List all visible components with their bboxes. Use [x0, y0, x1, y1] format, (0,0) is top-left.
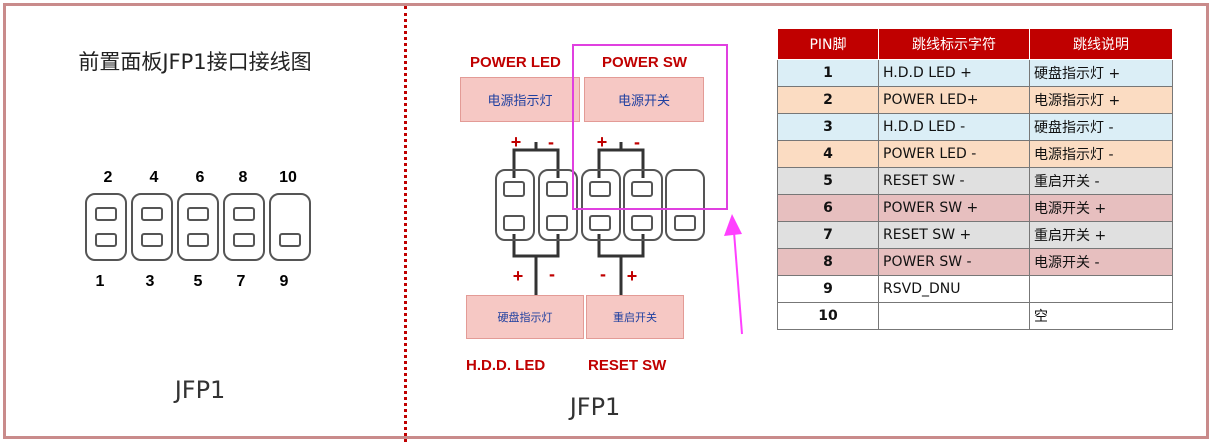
- reset-sw-box: 重启开关: [586, 295, 684, 339]
- table-row: 1 H.D.D LED + 硬盘指示灯 +: [777, 59, 1173, 87]
- hdd-led-box-text: 硬盘指示灯: [497, 311, 553, 324]
- cell-pin: 10: [777, 302, 879, 330]
- cell-code: POWER SW +: [878, 194, 1030, 222]
- cell-code: RESET SW -: [878, 167, 1030, 195]
- cell-pin: 8: [777, 248, 879, 276]
- pin-table: PIN脚 跳线标示字符 跳线说明 1 H.D.D LED + 硬盘指示灯 + 2…: [777, 28, 1173, 330]
- plus-sign-top-1: +: [511, 132, 522, 152]
- highlight-box: [572, 44, 728, 210]
- cell-desc: 电源指示灯 +: [1029, 86, 1173, 114]
- table-header-row: PIN脚 跳线标示字符 跳线说明: [777, 28, 1173, 60]
- left-panel-title: 前置面板JFP1接口接线图: [78, 50, 312, 74]
- reset-sw-box-text: 重启开关: [613, 311, 657, 324]
- cell-pin: 1: [777, 59, 879, 87]
- plus-sign-bottom-1: +: [513, 266, 524, 286]
- cell-pin: 9: [777, 275, 879, 303]
- cell-desc: 重启开关 +: [1029, 221, 1173, 249]
- hdd-led-box: 硬盘指示灯: [466, 295, 584, 339]
- pin-label-bottom-2: 3: [146, 273, 155, 290]
- middle-connector-diagram: + - + - + - - +: [495, 132, 705, 296]
- cell-desc: 硬盘指示灯 +: [1029, 59, 1173, 87]
- outer-frame: [3, 3, 1209, 439]
- power-sw-label: POWER SW: [602, 54, 687, 71]
- plus-sign-bottom-2: +: [627, 266, 638, 286]
- table-row: 10 空: [777, 302, 1173, 330]
- header-desc: 跳线说明: [1029, 28, 1173, 60]
- table-row: 5 RESET SW - 重启开关 -: [777, 167, 1173, 195]
- minus-sign-bottom-1: -: [549, 264, 555, 284]
- minus-sign-top-2: -: [634, 132, 640, 152]
- header-pin: PIN脚: [777, 28, 879, 60]
- power-led-box: 电源指示灯: [460, 77, 580, 122]
- plus-sign-top-2: +: [597, 132, 608, 152]
- cell-code: H.D.D LED +: [878, 59, 1030, 87]
- cell-code: RSVD_DNU: [878, 275, 1030, 303]
- pin-label-bottom-3: 5: [194, 273, 203, 290]
- cell-pin: 7: [777, 221, 879, 249]
- pin-label-top-1: 2: [104, 169, 113, 186]
- cell-pin: 2: [777, 86, 879, 114]
- pin-label-bottom-1: 1: [96, 273, 105, 290]
- minus-sign-bottom-2: -: [600, 264, 606, 284]
- cell-desc: 电源指示灯 -: [1029, 140, 1173, 168]
- left-caption: JFP1: [174, 376, 226, 404]
- cell-desc: 电源开关 +: [1029, 194, 1173, 222]
- cell-pin: 4: [777, 140, 879, 168]
- hdd-led-label: H.D.D. LED: [466, 357, 546, 374]
- pin-label-bottom-5: 9: [280, 273, 289, 290]
- cell-code: POWER LED -: [878, 140, 1030, 168]
- cell-code: [878, 302, 1030, 330]
- power-led-box-text: 电源指示灯: [487, 94, 553, 109]
- cell-pin: 6: [777, 194, 879, 222]
- cell-code: POWER SW -: [878, 248, 1030, 276]
- power-led-label: POWER LED: [470, 54, 561, 71]
- pin-label-top-2: 4: [150, 169, 159, 186]
- minus-sign-top-1: -: [548, 132, 554, 152]
- cell-code: RESET SW +: [878, 221, 1030, 249]
- table-row: 9 RSVD_DNU: [777, 275, 1173, 303]
- cell-pin: 5: [777, 167, 879, 195]
- cell-code: H.D.D LED -: [878, 113, 1030, 141]
- reset-sw-label: RESET SW: [588, 357, 667, 374]
- highlight-arrow: [724, 214, 743, 335]
- table-row: 8 POWER SW - 电源开关 -: [777, 248, 1173, 276]
- cell-desc: 电源开关 -: [1029, 248, 1173, 276]
- pin-label-top-5: 10: [279, 169, 297, 186]
- header-code: 跳线标示字符: [878, 28, 1030, 60]
- dotted-divider: [404, 6, 407, 442]
- table-row: 7 RESET SW + 重启开关 +: [777, 221, 1173, 249]
- cell-desc: 硬盘指示灯 -: [1029, 113, 1173, 141]
- left-connector-diagram: 2 4 6 8 10 1 3 5 7 9: [85, 169, 311, 290]
- cell-desc: 重启开关 -: [1029, 167, 1173, 195]
- table-row: 6 POWER SW + 电源开关 +: [777, 194, 1173, 222]
- pin-label-bottom-4: 7: [237, 273, 246, 290]
- cell-code: POWER LED+: [878, 86, 1030, 114]
- cell-desc: [1029, 275, 1173, 303]
- table-row: 4 POWER LED - 电源指示灯 -: [777, 140, 1173, 168]
- pin-label-top-3: 6: [196, 169, 205, 186]
- table-row: 2 POWER LED+ 电源指示灯 +: [777, 86, 1173, 114]
- cell-desc: 空: [1029, 302, 1173, 330]
- table-row: 3 H.D.D LED - 硬盘指示灯 -: [777, 113, 1173, 141]
- pin-label-top-4: 8: [239, 169, 248, 186]
- middle-caption: JFP1: [569, 393, 621, 421]
- power-sw-box: 电源开关: [584, 77, 704, 122]
- cell-pin: 3: [777, 113, 879, 141]
- power-sw-box-text: 电源开关: [617, 94, 670, 109]
